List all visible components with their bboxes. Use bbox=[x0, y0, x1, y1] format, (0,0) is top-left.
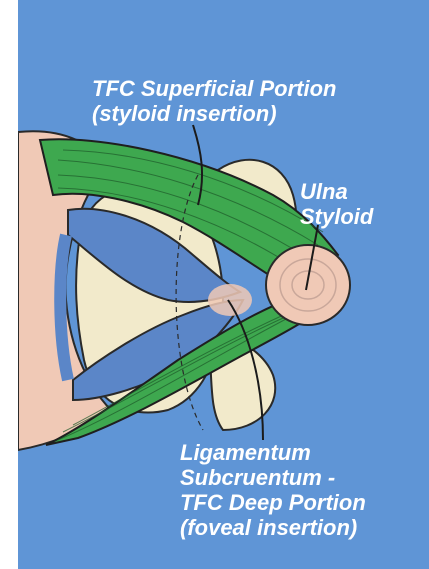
label-ulna-styloid: Ulna Styloid bbox=[300, 179, 373, 229]
label-deep-portion: Ligamentum Subcruentum - TFC Deep Portio… bbox=[180, 440, 366, 540]
label-deep-line2: Subcruentum - bbox=[180, 465, 366, 490]
ulna-styloid-head bbox=[266, 245, 350, 325]
label-ulna-line2: Styloid bbox=[300, 204, 373, 229]
label-deep-line4: (foveal insertion) bbox=[180, 515, 366, 540]
label-superficial-line2: (styloid insertion) bbox=[92, 101, 336, 126]
diagram-panel: TFC Superficial Portion (styloid inserti… bbox=[18, 0, 429, 569]
fovea-region bbox=[208, 284, 252, 316]
label-ulna-line1: Ulna bbox=[300, 179, 373, 204]
label-superficial-portion: TFC Superficial Portion (styloid inserti… bbox=[92, 76, 336, 126]
label-deep-line1: Ligamentum bbox=[180, 440, 366, 465]
label-deep-line3: TFC Deep Portion bbox=[180, 490, 366, 515]
label-superficial-line1: TFC Superficial Portion bbox=[92, 76, 336, 101]
